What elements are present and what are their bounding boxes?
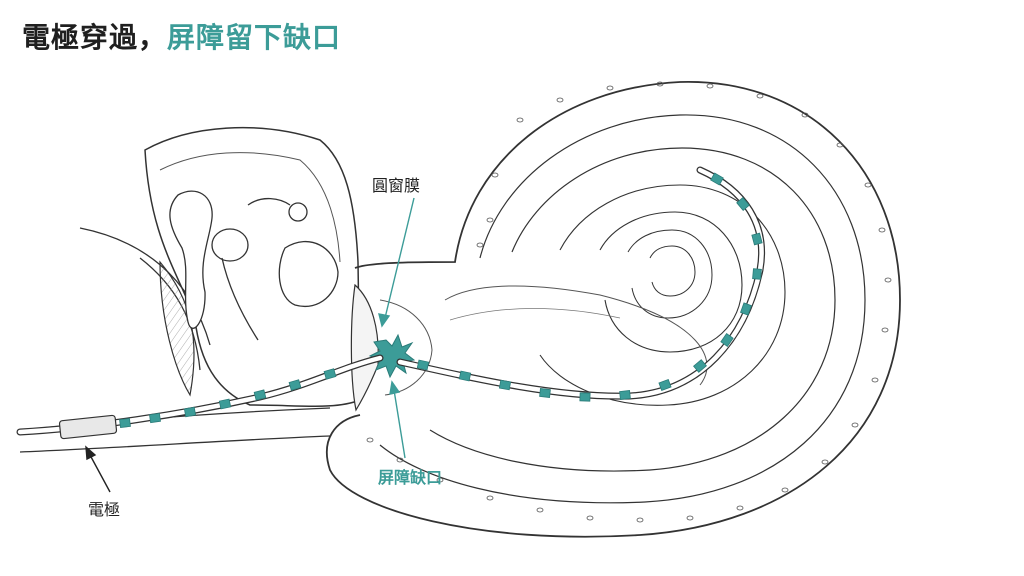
round-window-label: 圓窗膜 — [372, 176, 421, 195]
ossicles — [169, 190, 339, 341]
electrode-arrow — [85, 445, 111, 493]
cochlea — [325, 81, 901, 538]
electrode-contact — [416, 359, 430, 371]
malleus — [169, 190, 213, 329]
basal-turn — [444, 285, 708, 386]
electrode-contact — [736, 197, 750, 211]
electrode-contact — [740, 302, 752, 316]
incus — [211, 228, 249, 262]
middle-ear-outline — [144, 126, 361, 407]
electrode-contact — [149, 412, 161, 424]
electrode-contact — [183, 406, 197, 418]
electrode-contact — [579, 392, 591, 402]
bone-texture — [366, 81, 892, 523]
barrier-gap-arrow — [393, 389, 406, 459]
electrode-contact — [752, 268, 762, 280]
cochlea-outer-wall — [325, 81, 901, 538]
barrier-gap-mark — [368, 333, 416, 379]
electrode-label: 電極 — [88, 500, 121, 519]
electrode-contact — [751, 232, 763, 246]
electrode-contact — [658, 379, 672, 391]
electrode-contact — [619, 390, 631, 400]
page-title: 電極穿過，屏障留下缺口 — [22, 16, 341, 56]
round-window-arrow — [384, 197, 415, 319]
barrier-gap-label: 屏障缺口 — [378, 468, 443, 487]
electrode-contact — [539, 388, 551, 398]
title-highlight: 屏障留下缺口 — [167, 21, 342, 54]
electrode-contact — [458, 370, 472, 382]
title-main: 電極穿過 — [22, 21, 139, 54]
electrode-contact — [720, 333, 734, 347]
electrode-contact — [218, 398, 232, 410]
annotation-arrows — [378, 197, 415, 459]
electrode-contact — [693, 359, 707, 373]
electrode-contacts — [119, 172, 763, 429]
electrode-contact — [288, 379, 302, 391]
title-separator: ， — [138, 21, 168, 54]
electrode-handle — [58, 414, 118, 440]
electrode-contact — [710, 172, 724, 186]
electrode-contact — [253, 389, 267, 401]
electrode-contact — [498, 379, 512, 391]
electrode-contact — [323, 368, 337, 380]
electrode-contact — [119, 417, 131, 429]
stapes — [278, 240, 339, 308]
round-window-membrane — [350, 283, 379, 412]
electrode-lead — [16, 166, 765, 440]
eardrum — [159, 260, 195, 397]
